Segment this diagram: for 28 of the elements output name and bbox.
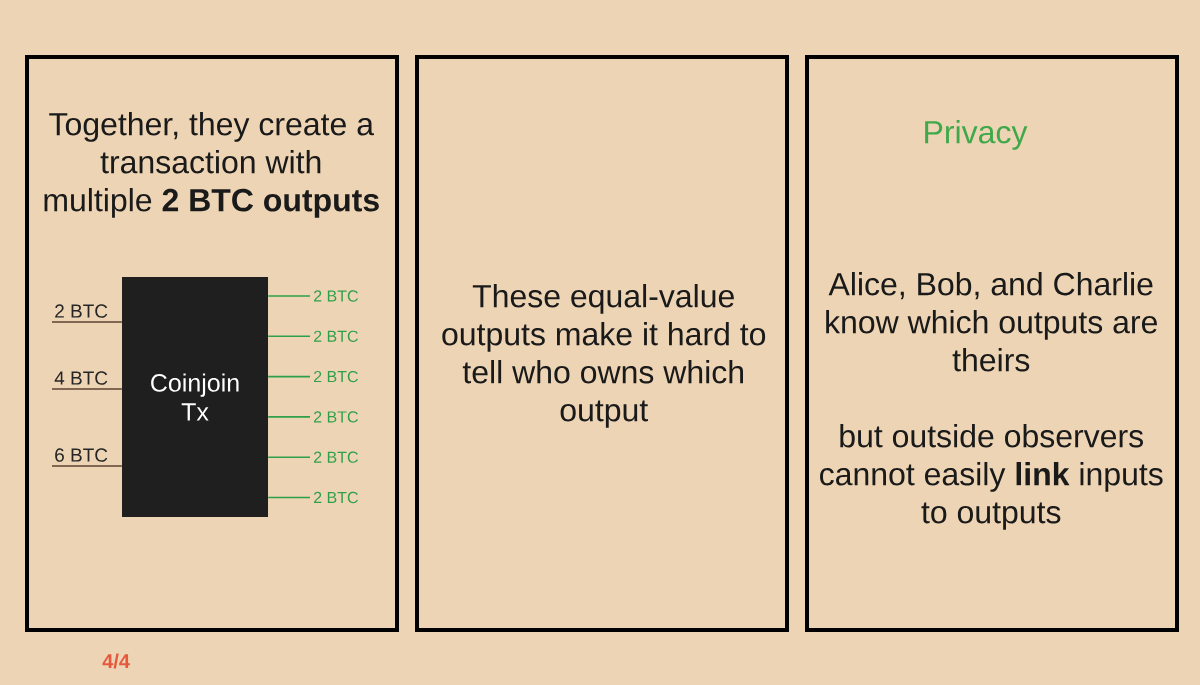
transaction-box: Coinjoin Tx: [122, 277, 268, 517]
output-line: [267, 456, 311, 458]
panel: [415, 55, 789, 632]
amount-label: 2 BTC: [55, 304, 108, 318]
amount-label: 4 BTC: [54, 371, 108, 385]
page-number: 4/4: [102, 653, 130, 669]
panel: [805, 55, 1179, 632]
heading: Privacy: [925, 120, 1028, 150]
output-line: [267, 295, 311, 297]
body-text: Together, they create a transaction with multiple 2 BTC outputs: [44, 112, 379, 218]
amount-label: 2 BTC: [314, 411, 358, 423]
panel: [25, 55, 399, 632]
input-line: [51, 388, 123, 390]
output-line: [267, 335, 311, 338]
amount-label: 2 BTC: [314, 491, 358, 504]
body-text: but outside observers cannot easily link inputs to outputs: [820, 424, 1163, 530]
amount-label: 2 BTC: [314, 290, 358, 302]
input-line: [51, 465, 123, 467]
body-text: Alice, Bob, and Charlie know which outputs are theirs: [826, 272, 1157, 372]
amount-label: 2 BTC: [314, 451, 358, 463]
amount-label: 6 BTC: [55, 448, 108, 462]
output-line: [267, 375, 311, 378]
amount-label: 2 BTC: [314, 330, 358, 342]
body-text: These equal-value outputs make it hard to tell who owns which output: [442, 284, 766, 428]
input-line: [51, 321, 123, 323]
output-line: [267, 416, 311, 418]
output-line: [267, 496, 311, 499]
amount-label: 2 BTC: [314, 370, 358, 383]
